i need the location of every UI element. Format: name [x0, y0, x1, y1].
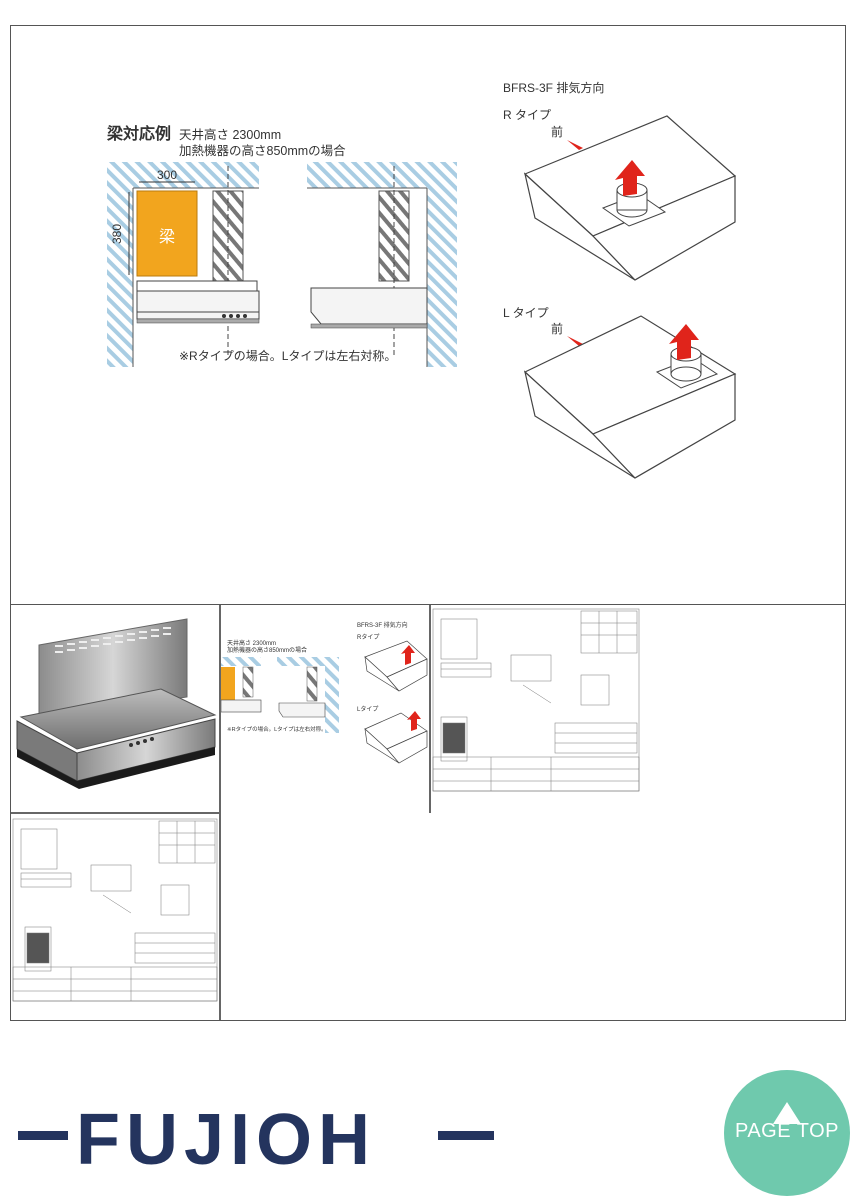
thumbnail-technical-drawing-1[interactable] — [431, 605, 643, 811]
range-hood-image — [16, 618, 217, 789]
dimension-height: 380 — [110, 224, 124, 244]
mini-exhaust-title: BFRS-3F 排気方向 — [357, 621, 408, 629]
dimension-width: 300 — [157, 168, 177, 182]
beam-installation-diagram: 梁対応例 天井高さ 2300mm 加熱機器の高さ850mmの場合 梁 300 3… — [106, 80, 737, 479]
mini-ceiling-text: 天井高さ 2300mm — [227, 639, 276, 647]
fujioh-logo[interactable]: FUJIOH — [18, 1098, 498, 1180]
technical-drawing-mini — [432, 608, 640, 792]
logo-graphic: FUJIOH — [18, 1100, 494, 1180]
thumbnail-grid: 天井高さ 2300mm 加熱機器の高さ850mmの場合 ※Rタイプの場合。Lタイ… — [10, 604, 846, 1021]
duct-left — [212, 190, 244, 282]
l-type-label: L タイプ — [503, 306, 549, 320]
arrow-up-icon — [773, 1102, 801, 1124]
beam-block — [136, 190, 198, 277]
heater-height-text: 加熱機器の高さ850mmの場合 — [179, 143, 346, 158]
thumbnail-beam-diagram[interactable]: 天井高さ 2300mm 加熱機器の高さ850mmの場合 ※Rタイプの場合。Lタイ… — [221, 605, 428, 811]
technical-drawing-mini-2 — [12, 818, 218, 1002]
r-type-label: R タイプ — [503, 108, 551, 122]
mini-l-type: Lタイプ — [357, 705, 378, 713]
ceiling-height-text: 天井高さ 2300mm — [179, 127, 281, 142]
page-top-label: PAGE TOP — [734, 1120, 840, 1142]
l-type-hood-diagram — [523, 315, 737, 479]
thumbnail-hood-photo[interactable] — [11, 605, 219, 811]
duct-right — [378, 190, 410, 282]
thumbnail-technical-drawing-2[interactable] — [11, 815, 219, 1020]
beam-example-label: 梁対応例 — [106, 124, 171, 143]
exhaust-title: BFRS-3F 排気方向 — [503, 80, 604, 95]
hood-side-view — [310, 287, 428, 329]
mini-note: ※Rタイプの場合。Lタイプは左右対称。 — [227, 725, 327, 733]
r-front-arrow — [567, 140, 583, 150]
main-image-panel: 梁対応例 天井高さ 2300mm 加熱機器の高さ850mmの場合 梁 300 3… — [10, 25, 846, 605]
l-front-arrow — [567, 336, 583, 346]
beam-label: 梁 — [159, 228, 175, 246]
beam-diagram-mini: 天井高さ 2300mm 加熱機器の高さ850mmの場合 ※Rタイプの場合。Lタイ… — [221, 621, 428, 764]
page-top-button[interactable]: PAGE TOP — [724, 1070, 850, 1196]
logo-text: FUJIOH — [76, 1100, 376, 1178]
r-type-front-label: 前 — [551, 124, 563, 139]
l-type-front-label: 前 — [551, 321, 563, 336]
installation-note: ※Rタイプの場合。Lタイプは左右対称。 — [179, 348, 396, 363]
mini-heater-text: 加熱機器の高さ850mmの場合 — [227, 646, 307, 654]
r-type-hood-diagram — [523, 115, 737, 281]
right-wall — [307, 162, 457, 367]
hood-front-view — [136, 280, 260, 324]
l-exhaust-arrow — [669, 324, 699, 360]
r-exhaust-arrow — [615, 160, 645, 196]
mini-r-type: Rタイプ — [357, 633, 379, 641]
